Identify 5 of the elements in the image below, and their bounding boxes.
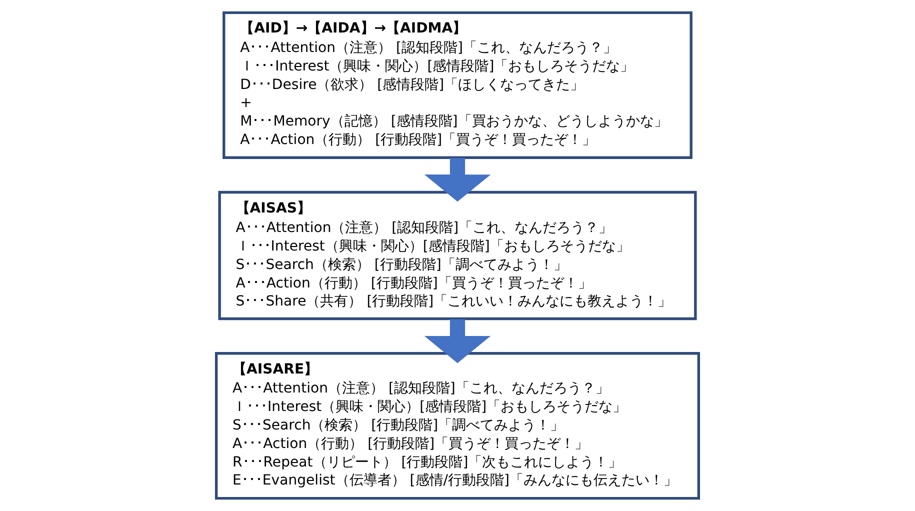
arrow (424, 319, 491, 364)
node-box: 【AID】→【AIDA】→【AIDMA】 A･･･Attention（注意） [認知段階]「これ、なんだろう？」 Ｉ･･･Interest（興味・関心）[感情段階]「おもしろそうだな」 D･･･Desire（欲求） [感情段階]「ほしくなってきた」 + M･･･Memory（記憶） [感情段階]「買おうかな、どうしようかな」 A･･･Action（行動） [行動段階]「買うぞ！買ったぞ！」 (222, 11, 692, 159)
arrow (424, 158, 491, 202)
node-box: 【AISARE】 A･･･Attention（注意） [認知段階]「これ、なんだろう？」 Ｉ･･･Interest（興味・関心）[感情段階]「おもしろそうだな」 S･･･Search（検索） [行動段階]「調べてみよう！」 A･･･Action（行動） [行動段階]「買うぞ！買ったぞ！」 R･･･Repeat（リピート） [行動段階]「次もこれにしよう！」 E･･･Evangelist（伝導者） [感情/行動段階]「みんなにも伝えたい！」 (214, 352, 700, 500)
node-box: 【AISAS】 A･･･Attention（注意） [認知段階]「これ、なんだろう？」 Ｉ･･･Interest（興味・関心）[感情段階]「おもしろそうだな」 S･･･Search（検索） [行動段階]「調べてみよう！」 A･･･Action（行動） [行動段階]「買うぞ！買ったぞ！」 S･･･Share（共有） [行動段階]「これいい！みんなにも教えよう！」 (218, 190, 697, 320)
